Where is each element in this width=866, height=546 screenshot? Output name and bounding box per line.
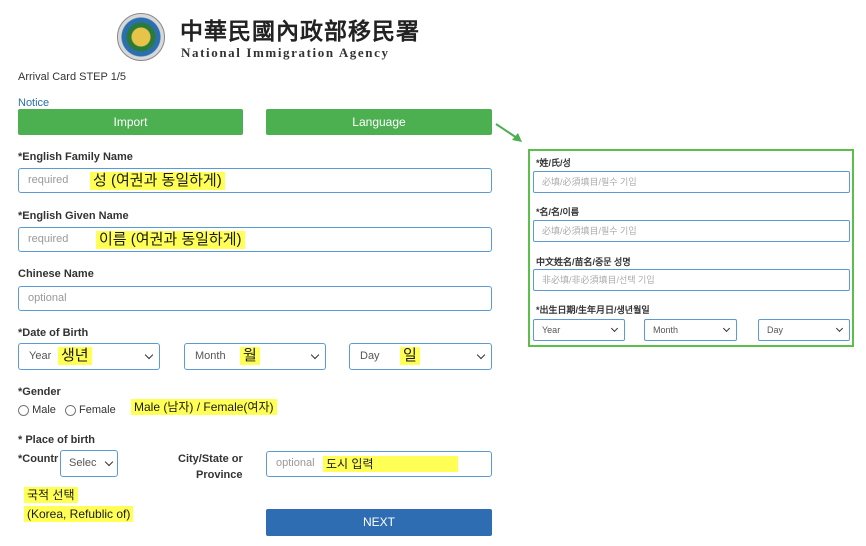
panel-month-select[interactable]: Month [644,319,737,341]
given-name-annotation: 이름 (여권과 동일하게) [96,231,245,249]
panel-day-select[interactable]: Day [758,319,850,341]
chinese-name-input[interactable]: optional [18,286,492,311]
panel-year-value: Year [542,325,561,335]
panel-chinese-input[interactable]: 非必填/非必須填目/선택 기입 [533,269,850,291]
import-button[interactable]: Import [18,109,243,135]
chevron-down-icon [610,324,619,333]
panel-chinese-placeholder: 非必填/非必須填目/선택 기입 [542,275,655,285]
agency-title-english: National Immigration Agency [181,45,390,60]
next-button[interactable]: NEXT [266,509,492,536]
city-label-line1: City/State or [178,453,243,465]
panel-family-label: *姓/氏/성 [536,158,571,168]
dob-day-annotation: 일 [400,347,420,365]
chevron-down-icon [144,350,154,360]
country-annotation-2: (Korea, Refublic of) [24,506,134,522]
country-select-value: Selec [69,457,97,469]
city-annotation: 도시 입력 [323,456,458,472]
chevron-down-icon [835,324,844,333]
panel-given-placeholder: 必填/必須填目/필수 기입 [542,226,637,236]
dob-year-annotation: 생년 [58,347,92,365]
dob-day-select[interactable]: Day [349,343,492,370]
chinese-name-placeholder: optional [28,292,67,304]
translation-panel: *姓/氏/성 必填/必須填目/필수 기입 *名/名/이름 必填/必須填目/필수 … [528,149,854,347]
given-name-input[interactable]: required [18,227,492,252]
chinese-name-label: Chinese Name [18,268,94,280]
agency-title-chinese: 中華民國內政部移民署 [180,18,420,45]
panel-given-label: *名/名/이름 [536,207,580,217]
male-label: Male [32,404,56,416]
family-name-placeholder: required [28,174,69,186]
gender-label: *Gender [18,386,61,398]
panel-year-select[interactable]: Year [533,319,625,341]
country-label: *Countr [18,453,59,465]
female-radio[interactable] [64,404,76,416]
chevron-down-icon [310,350,320,360]
given-name-placeholder: required [28,233,69,245]
family-name-label: *English Family Name [18,151,133,163]
gender-radio-group: Male Female [18,404,116,416]
place-of-birth-label: * Place of birth [18,434,96,446]
arrow-icon [495,123,522,142]
country-annotation-1: 국적 선택 [24,487,78,503]
chevron-down-icon [722,324,731,333]
dob-day-value: Day [360,350,380,362]
panel-chinese-label: 中文姓名/苗名/중문 성명 [536,257,631,267]
city-label-line2: Province [196,469,243,481]
dob-year-value: Year [29,350,52,362]
male-radio[interactable] [18,404,29,416]
language-button[interactable]: Language [266,109,492,135]
city-placeholder: optional [276,457,315,469]
panel-dob-label: *出生日期/生年月日/생년월일 [536,305,650,315]
female-label: Female [79,404,116,416]
gender-annotation: Male (남자) / Female(여자) [131,399,277,415]
panel-family-input[interactable]: 必填/必須填目/필수 기입 [533,171,850,193]
dob-month-annotation: 월 [240,347,260,365]
chevron-down-icon [104,457,114,467]
step-indicator: Arrival Card STEP 1/5 [18,71,127,83]
dob-month-value: Month [195,350,226,362]
country-select[interactable]: Selec [60,450,118,477]
dob-label: *Date of Birth [18,327,89,339]
panel-day-value: Day [767,325,784,335]
agency-emblem-icon [117,13,165,61]
notice-link[interactable]: Notice [18,97,50,109]
chevron-down-icon [476,350,486,360]
panel-given-input[interactable]: 必填/必須填目/필수 기입 [533,220,850,242]
panel-family-placeholder: 必填/必須填目/필수 기입 [542,177,637,187]
given-name-label: *English Given Name [18,210,129,222]
panel-month-value: Month [653,325,679,335]
family-name-annotation: 성 (여권과 동일하게) [90,172,225,190]
